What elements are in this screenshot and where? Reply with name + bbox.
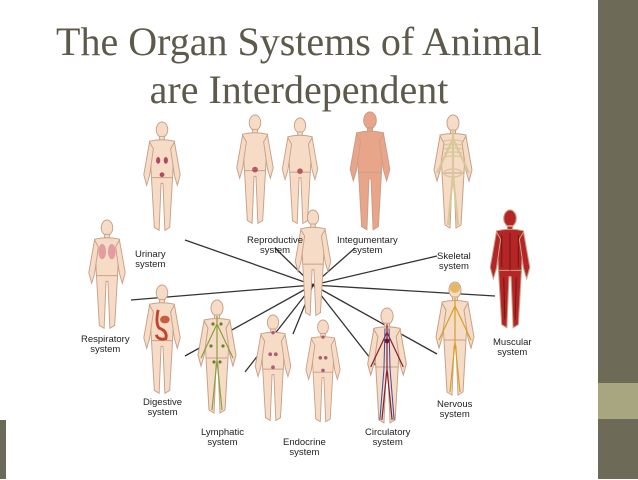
title-line-2: are Interdependent [149,67,449,112]
figure-muscular [489,209,531,329]
figure-circulatory [367,307,407,424]
figure-respiratory [88,219,126,330]
sidebar-accent-block [598,383,638,419]
connector-line [312,255,438,286]
sidebar-bottom [598,419,638,479]
figure-nervous [435,281,475,396]
figure-urinary [143,121,181,232]
connector-line [244,284,314,373]
left-accent-bar [0,420,6,479]
figure-lymphatic [197,299,237,414]
slide-title: The Organ Systems of Animal are Interdep… [0,18,598,114]
figure-reproductive [281,117,319,225]
figure-digestive [143,284,181,395]
figure-endocrine [254,314,292,422]
connector-line [312,284,438,355]
figure-endocrine [305,319,341,423]
figure-center [294,209,332,317]
title-line-1: The Organ Systems of Animal [56,19,542,64]
connector-line [184,239,314,286]
figure-integumentary [349,111,391,231]
figure-reproductive [236,114,274,225]
figure-skeletal [433,114,473,229]
connector-line [312,284,496,297]
diagram-canvas [88,111,531,424]
